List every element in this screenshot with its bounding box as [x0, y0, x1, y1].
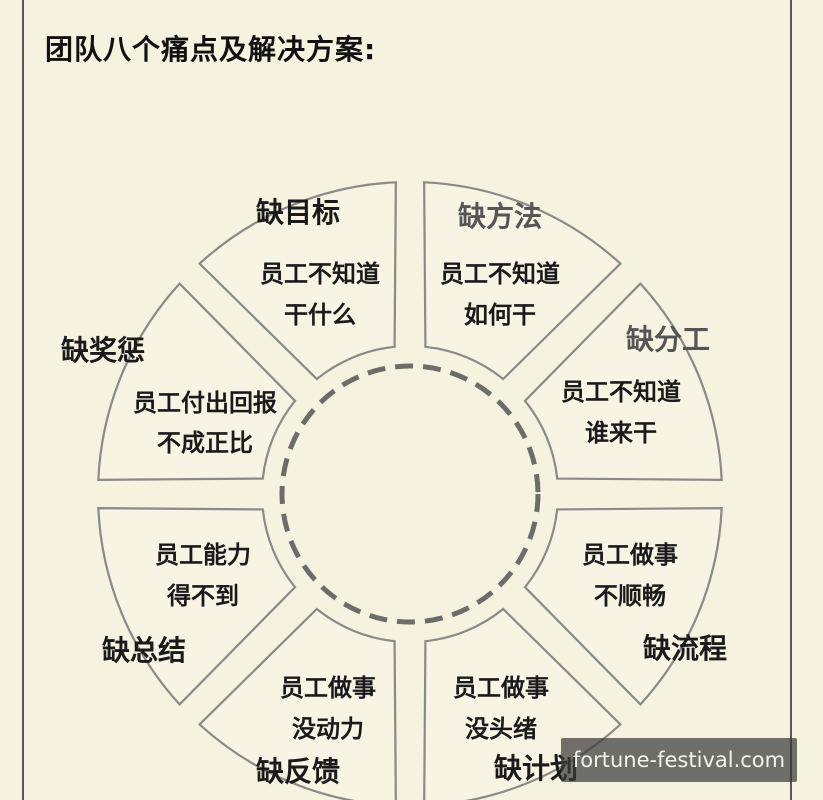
segment-description-line: 员工不知道 — [561, 378, 681, 406]
segment-heading: 缺分工 — [626, 323, 710, 356]
wheel-segment — [198, 181, 397, 381]
wheel-segment — [423, 181, 622, 381]
segment-description-line: 不顺畅 — [594, 582, 666, 610]
segment-description-line: 员工不知道 — [440, 260, 560, 288]
segment-description-line: 员工做事 — [582, 541, 678, 569]
segment-description-line: 谁来干 — [585, 419, 657, 447]
wheel-segment — [97, 282, 297, 481]
segment-description-line: 干什么 — [284, 301, 356, 329]
segment-heading: 缺方法 — [458, 200, 542, 233]
segment-description-line: 员工能力 — [155, 541, 251, 569]
segment-heading: 缺目标 — [256, 196, 340, 229]
content-frame — [22, 0, 792, 800]
segment-description-line: 如何干 — [464, 301, 536, 329]
segment-description-line: 员工不知道 — [260, 260, 380, 288]
wheel-segment — [198, 607, 397, 800]
wheel-segment — [97, 507, 297, 706]
segment-description-line: 不成正比 — [157, 429, 253, 457]
segment-description-line: 员工做事 — [453, 674, 549, 702]
segment-description-line: 没头绪 — [465, 715, 537, 743]
watermark: fortune-festival.com — [561, 738, 797, 782]
page-title: 团队八个痛点及解决方案: — [45, 33, 377, 66]
wheel-segment — [523, 507, 723, 706]
segment-heading: 缺奖惩 — [61, 334, 145, 367]
wheel-segment — [523, 282, 723, 481]
center-dashed-ring — [279, 363, 541, 625]
segment-description-line: 得不到 — [166, 582, 239, 610]
segment-description-line: 员工做事 — [280, 674, 376, 702]
segment-description-line: 员工付出回报 — [133, 389, 277, 417]
segment-description-line: 没动力 — [292, 715, 364, 743]
segment-heading: 缺反馈 — [256, 755, 340, 788]
segment-heading: 缺总结 — [102, 634, 186, 667]
segment-heading: 缺流程 — [643, 632, 727, 665]
